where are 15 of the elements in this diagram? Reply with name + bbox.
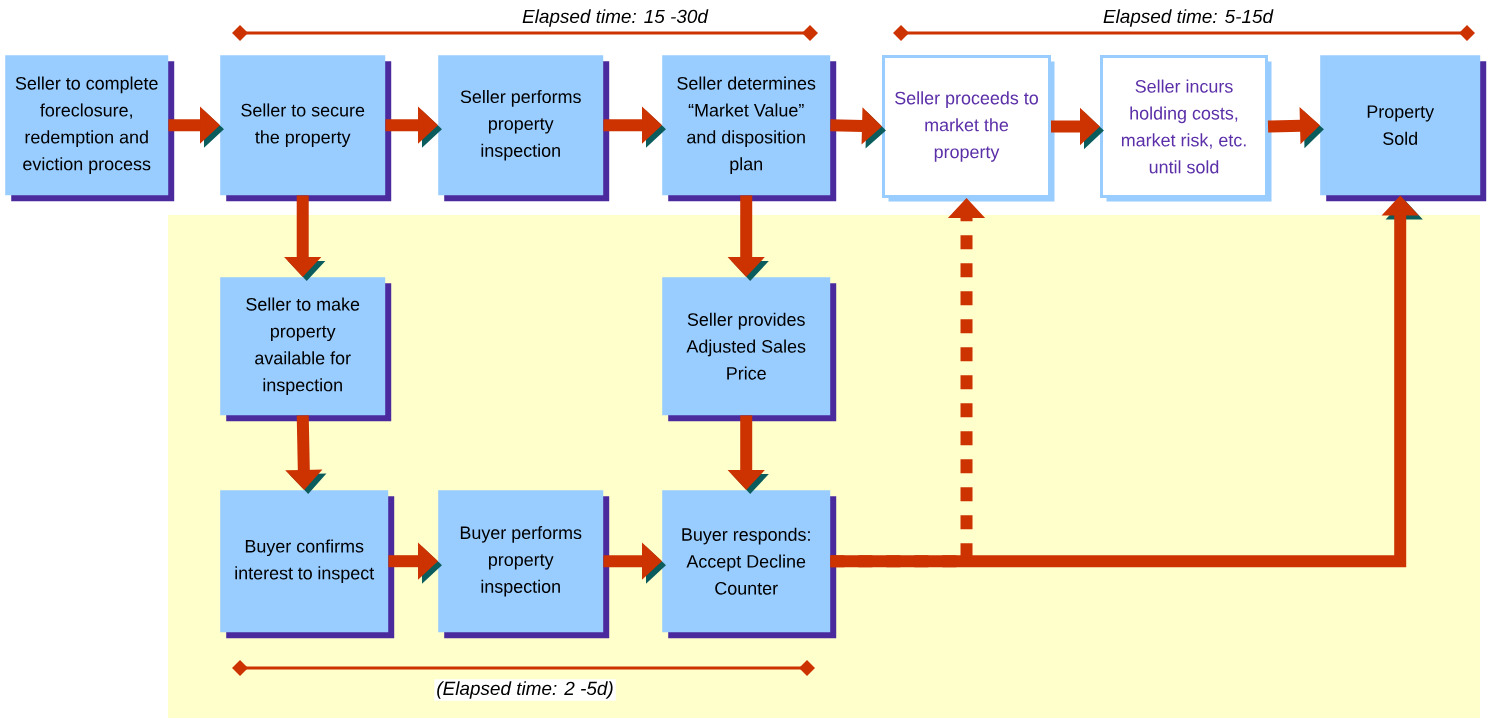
elapsed-time-label: (Elapsed time: 2 -5d): [434, 679, 616, 701]
process-box: Buyer responds: Accept Decline Counter: [662, 490, 837, 639]
process-box: Seller to complete foreclosure, redemption and eviction process: [5, 55, 175, 202]
process-box: Property Sold: [1320, 55, 1487, 202]
elapsed-time-label: Elapsed time: 15 -30d: [520, 7, 710, 29]
process-box: Seller determines “Market Value” and disposition plan: [662, 55, 837, 202]
process-box: Buyer performs property inspection: [438, 490, 610, 639]
process-box: Buyer confirms interest to inspect: [220, 490, 395, 639]
process-box: Seller to secure the property: [220, 55, 392, 202]
outlined-box: Seller proceeds to market the property: [882, 55, 1055, 202]
process-box: Seller performs property inspection: [438, 55, 610, 202]
outlined-box: Seller incurs holding costs, market risk, etc. until sold: [1100, 55, 1272, 202]
process-box: Seller provides Adjusted Sales Price: [662, 277, 837, 422]
process-box: Seller to make property available for inspection: [220, 277, 392, 422]
elapsed-time-label: Elapsed time: 5-15d: [1100, 7, 1276, 29]
